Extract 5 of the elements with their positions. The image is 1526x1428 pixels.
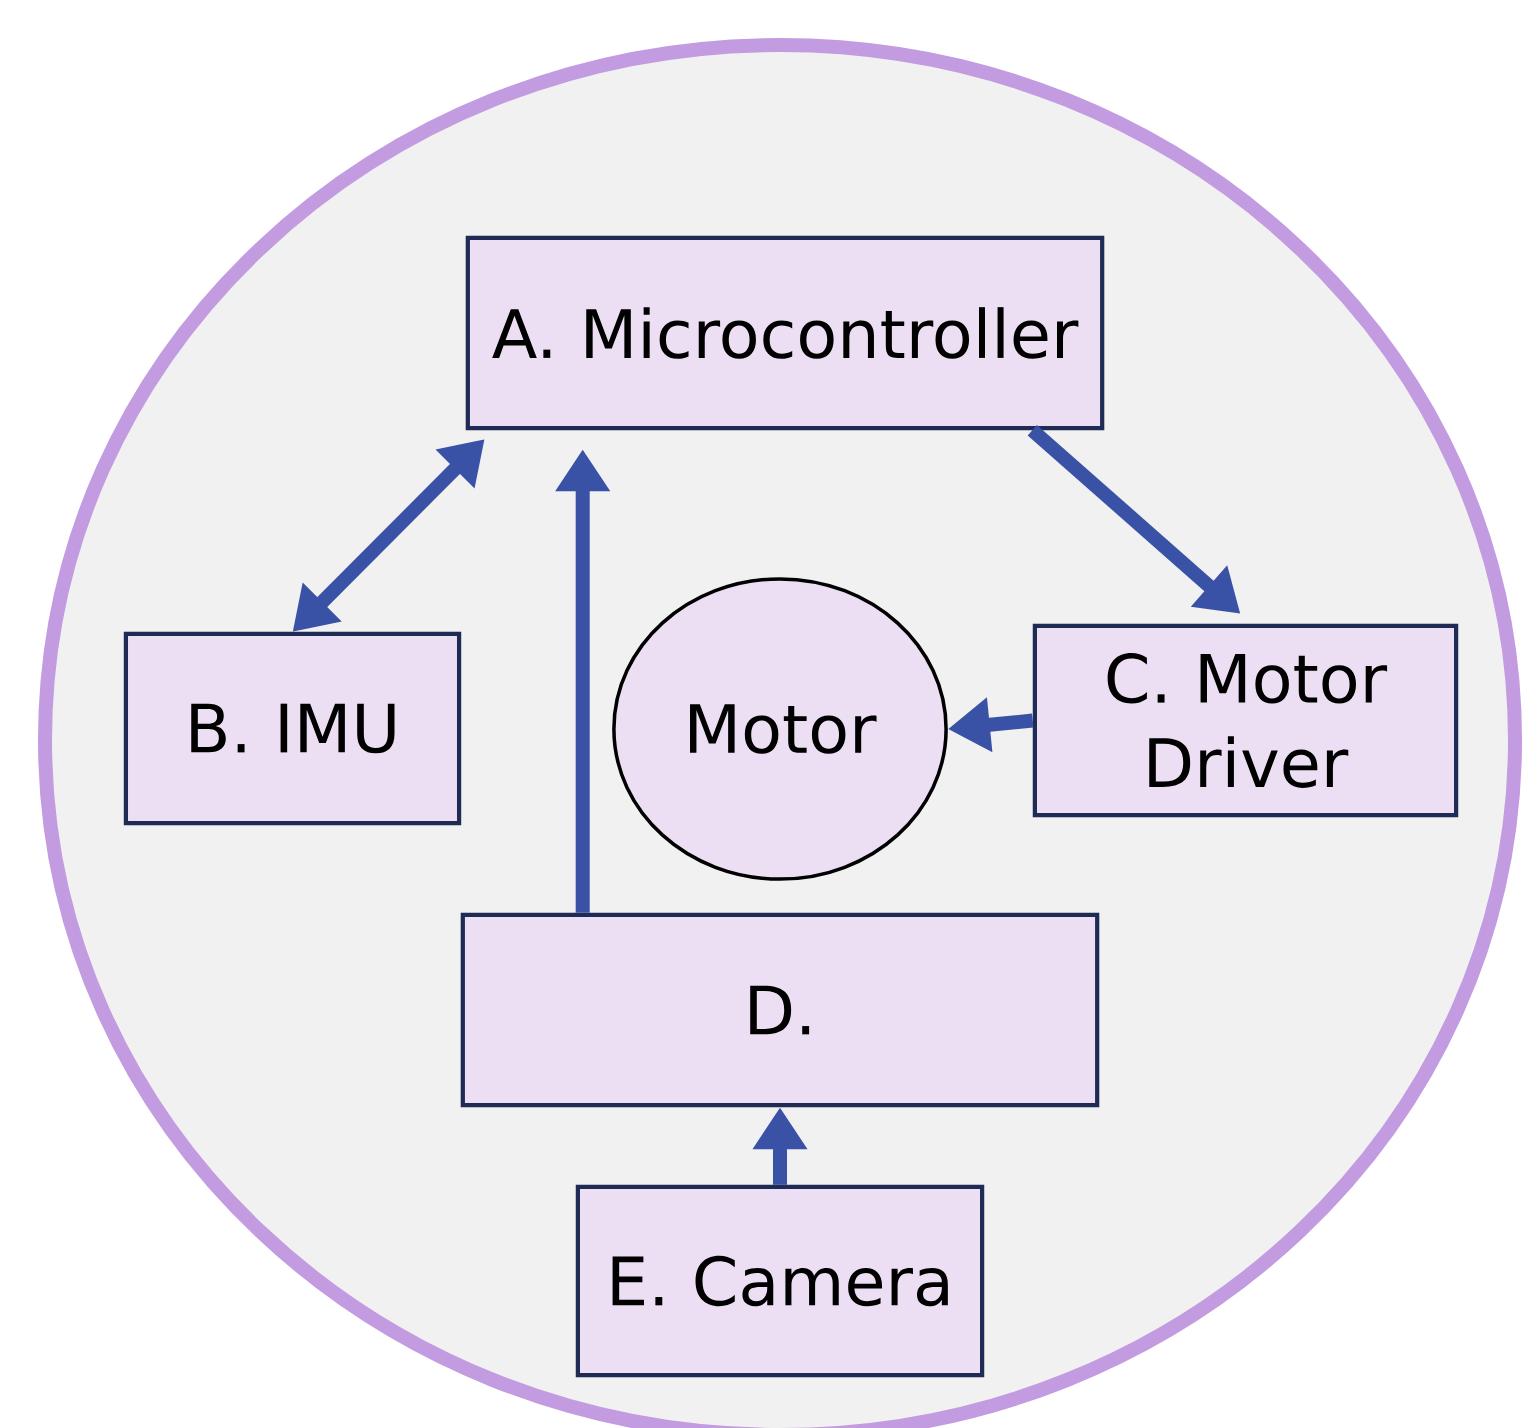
process-box: C. Motor Driver [1032, 623, 1459, 818]
process-box: D. [460, 912, 1100, 1108]
process-box: E. Camera [575, 1184, 985, 1378]
process-box: A. Microcontroller [465, 235, 1105, 431]
process-box: B. IMU [123, 631, 462, 826]
